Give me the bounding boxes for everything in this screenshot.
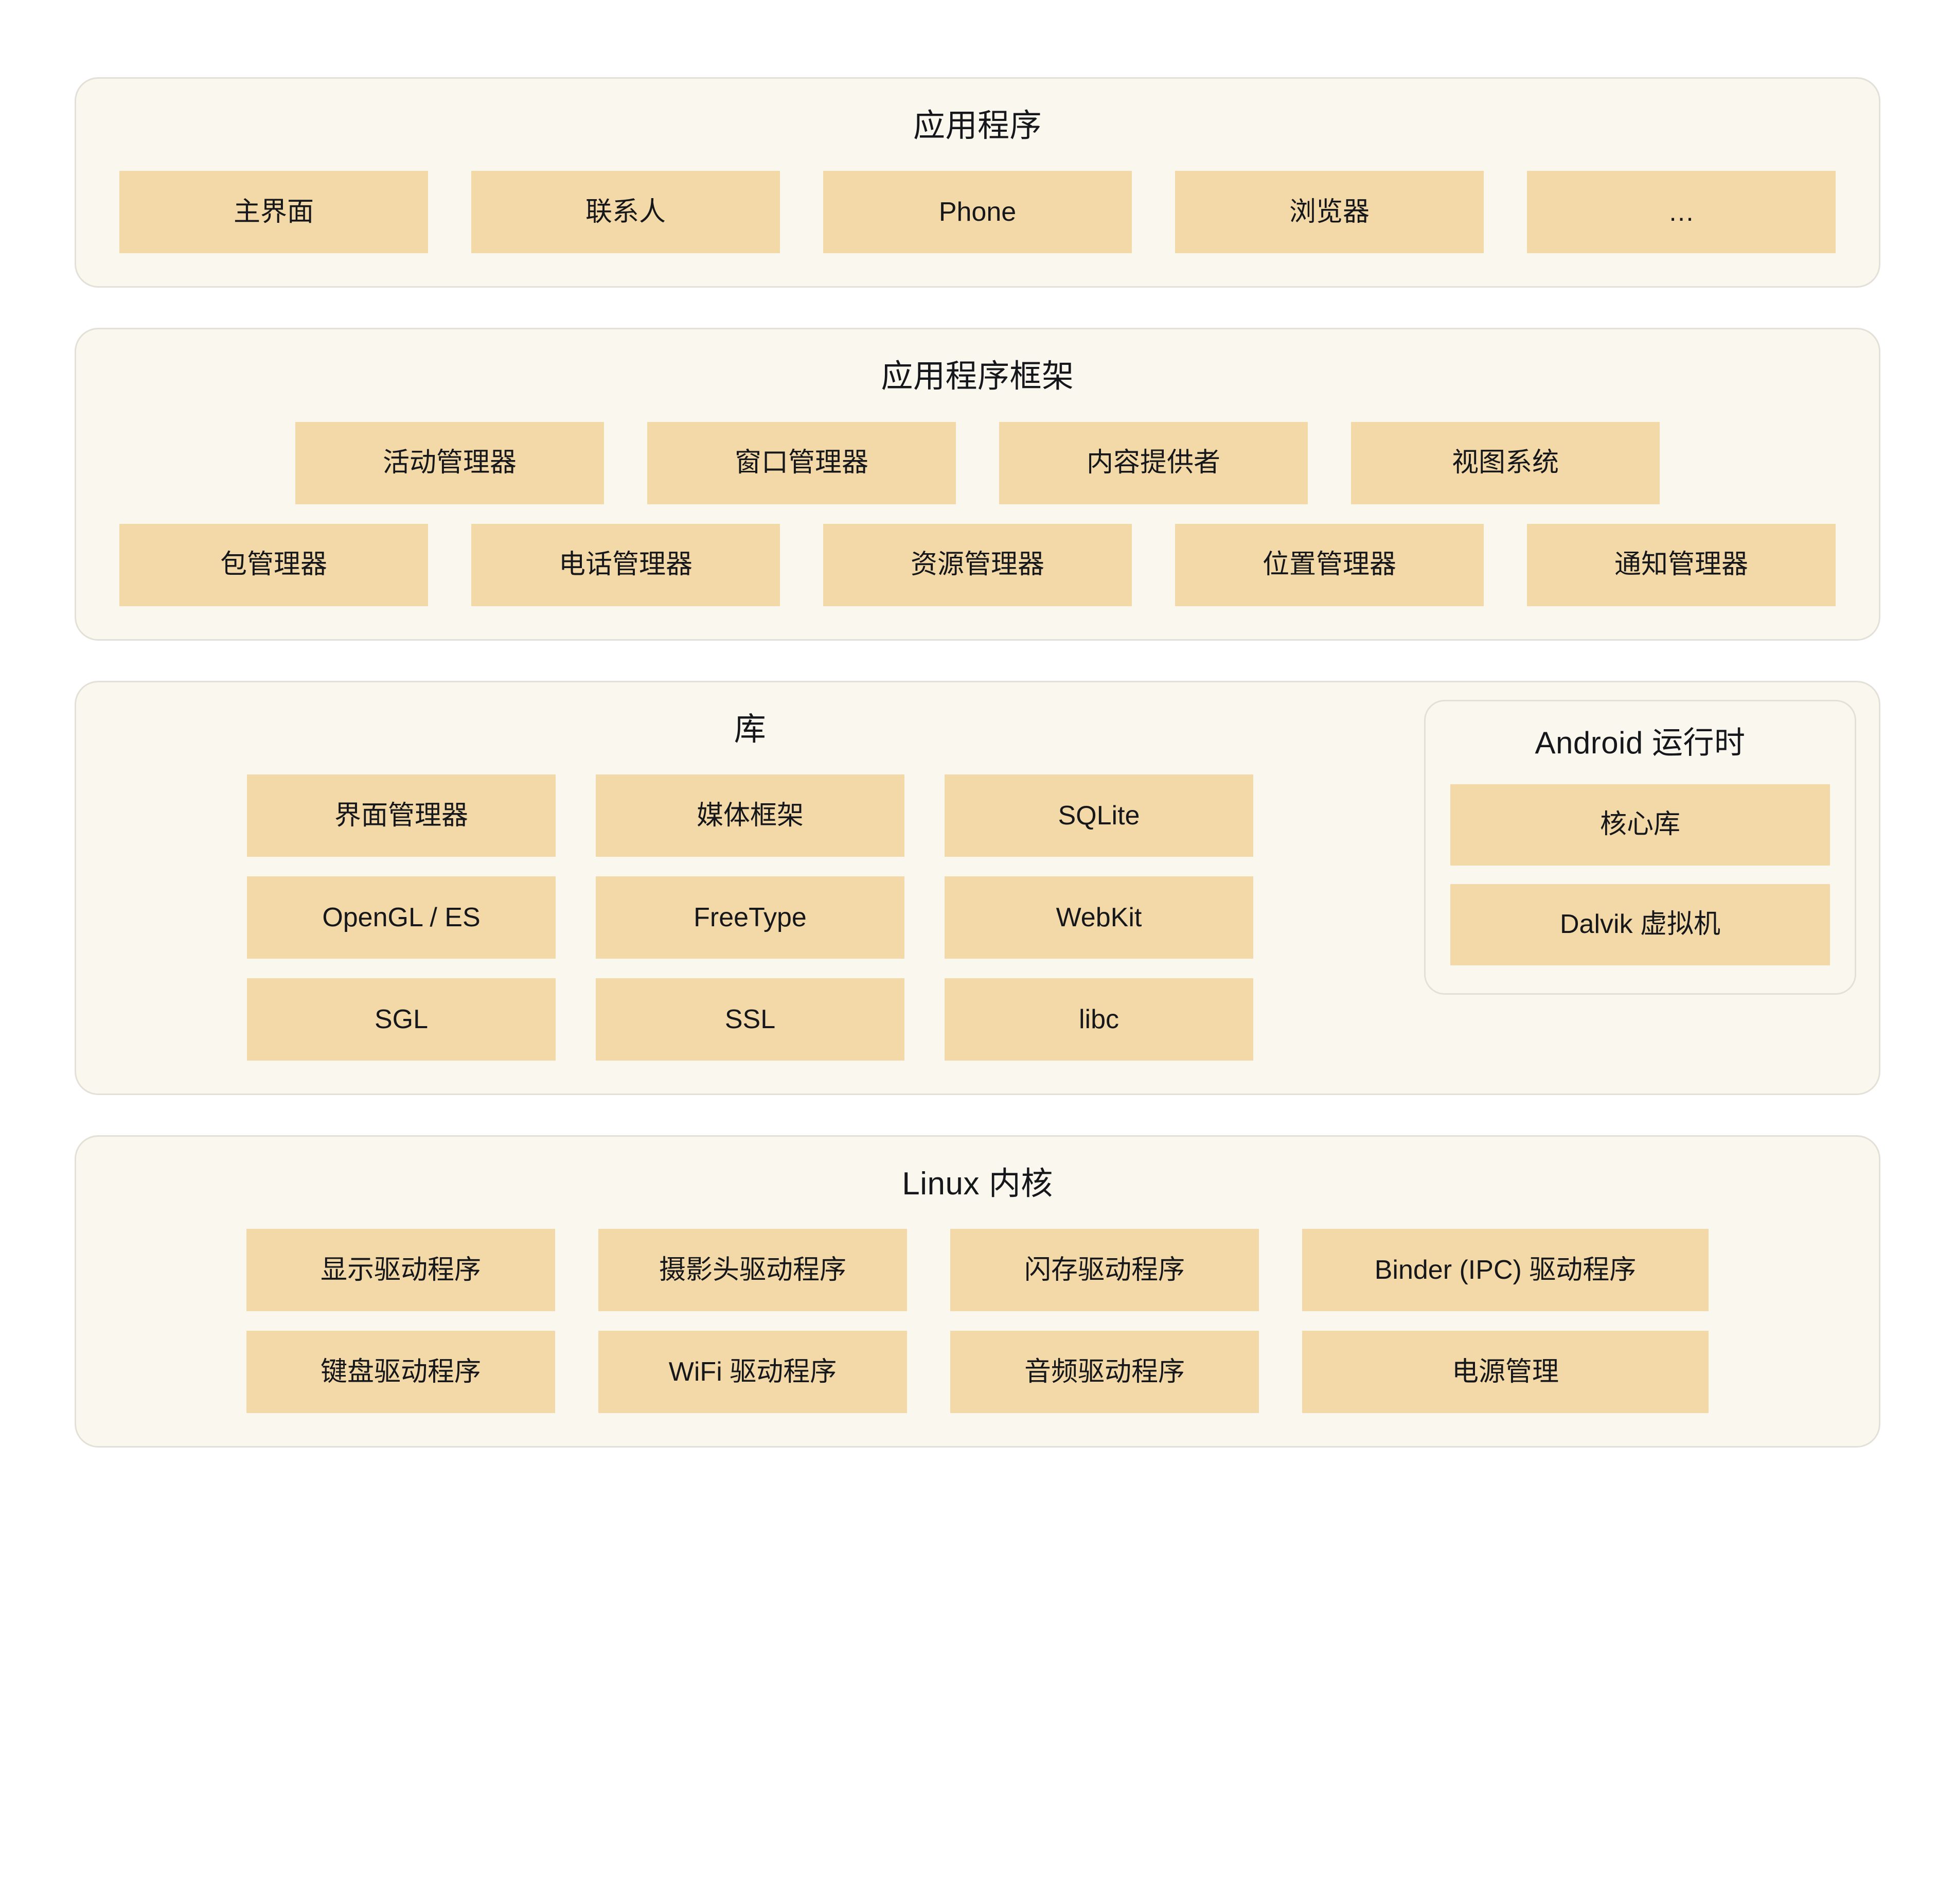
library-box-libc[interactable]: libc <box>945 978 1253 1061</box>
layer-title-applications: 应用程序 <box>913 108 1042 144</box>
library-box-sgl[interactable]: SGL <box>247 978 556 1061</box>
app-box-contacts[interactable]: 联系人 <box>471 171 780 254</box>
app-box-phone[interactable]: Phone <box>823 171 1132 254</box>
layer-title-android-runtime: Android 运行时 <box>1535 725 1746 760</box>
libraries-row-2: OpenGL / ES FreeType WebKit <box>107 876 1393 959</box>
libraries-row-3: SGL SSL libc <box>107 978 1393 1061</box>
framework-box-package-manager[interactable]: 包管理器 <box>119 523 428 606</box>
framework-box-location-manager[interactable]: 位置管理器 <box>1175 523 1484 606</box>
framework-box-telephony-manager[interactable]: 电话管理器 <box>471 523 780 606</box>
framework-box-window-manager[interactable]: 窗口管理器 <box>647 421 956 504</box>
kernel-box-flash-driver[interactable]: 闪存驱动程序 <box>950 1229 1259 1312</box>
applications-row: 主界面 联系人 Phone 浏览器 … <box>107 171 1848 254</box>
layer-application-framework: 应用程序框架 活动管理器 窗口管理器 内容提供者 视图系统 包管理器 电话管理器… <box>75 328 1880 641</box>
framework-row-1: 活动管理器 窗口管理器 内容提供者 视图系统 <box>107 421 1848 504</box>
kernel-box-audio-driver[interactable]: 音频驱动程序 <box>950 1331 1259 1414</box>
kernel-box-wifi-driver[interactable]: WiFi 驱动程序 <box>598 1331 907 1414</box>
kernel-row-1: 显示驱动程序 摄影头驱动程序 闪存驱动程序 Binder (IPC) 驱动程序 <box>107 1229 1848 1312</box>
library-box-ssl[interactable]: SSL <box>596 978 904 1061</box>
runtime-row-1: 核心库 <box>1450 784 1830 866</box>
framework-box-view-system[interactable]: 视图系统 <box>1351 421 1660 504</box>
library-box-media-framework[interactable]: 媒体框架 <box>596 774 904 857</box>
layer-linux-kernel: Linux 内核 显示驱动程序 摄影头驱动程序 闪存驱动程序 Binder (I… <box>75 1135 1880 1448</box>
kernel-box-keypad-driver[interactable]: 键盘驱动程序 <box>246 1331 555 1414</box>
library-box-sqlite[interactable]: SQLite <box>945 774 1253 857</box>
framework-row-2: 包管理器 电话管理器 资源管理器 位置管理器 通知管理器 <box>107 523 1848 606</box>
library-box-surface-manager[interactable]: 界面管理器 <box>247 774 556 857</box>
kernel-box-power-management[interactable]: 电源管理 <box>1302 1331 1709 1414</box>
library-box-webkit[interactable]: WebKit <box>945 876 1253 959</box>
layer-title-application-framework: 应用程序框架 <box>881 359 1074 395</box>
framework-box-content-provider[interactable]: 内容提供者 <box>999 421 1308 504</box>
layer-title-linux-kernel: Linux 内核 <box>902 1166 1053 1202</box>
kernel-box-display-driver[interactable]: 显示驱动程序 <box>246 1229 555 1312</box>
kernel-box-binder-ipc-driver[interactable]: Binder (IPC) 驱动程序 <box>1302 1229 1709 1312</box>
libraries-section: 库 界面管理器 媒体框架 SQLite OpenGL / ES FreeType… <box>76 682 1424 1094</box>
runtime-box-core-libraries[interactable]: 核心库 <box>1450 784 1830 866</box>
framework-box-notification-manager[interactable]: 通知管理器 <box>1527 523 1836 606</box>
kernel-box-camera-driver[interactable]: 摄影头驱动程序 <box>598 1229 907 1312</box>
library-box-freetype[interactable]: FreeType <box>596 876 904 959</box>
app-box-home[interactable]: 主界面 <box>119 171 428 254</box>
layer-title-libraries: 库 <box>734 711 767 747</box>
library-box-opengl-es[interactable]: OpenGL / ES <box>247 876 556 959</box>
framework-box-activity-manager[interactable]: 活动管理器 <box>295 421 604 504</box>
layer-libraries-and-runtime: 库 界面管理器 媒体框架 SQLite OpenGL / ES FreeType… <box>75 680 1880 1095</box>
app-box-browser[interactable]: 浏览器 <box>1175 171 1484 254</box>
app-box-more[interactable]: … <box>1527 171 1836 254</box>
kernel-row-2: 键盘驱动程序 WiFi 驱动程序 音频驱动程序 电源管理 <box>107 1331 1848 1414</box>
runtime-row-2: Dalvik 虚拟机 <box>1450 884 1830 965</box>
layer-applications: 应用程序 主界面 联系人 Phone 浏览器 … <box>75 77 1880 288</box>
libraries-row-1: 界面管理器 媒体框架 SQLite <box>107 774 1393 857</box>
framework-box-resource-manager[interactable]: 资源管理器 <box>823 523 1132 606</box>
runtime-box-dalvik-vm[interactable]: Dalvik 虚拟机 <box>1450 884 1830 965</box>
android-runtime-panel: Android 运行时 核心库 Dalvik 虚拟机 <box>1424 699 1856 995</box>
